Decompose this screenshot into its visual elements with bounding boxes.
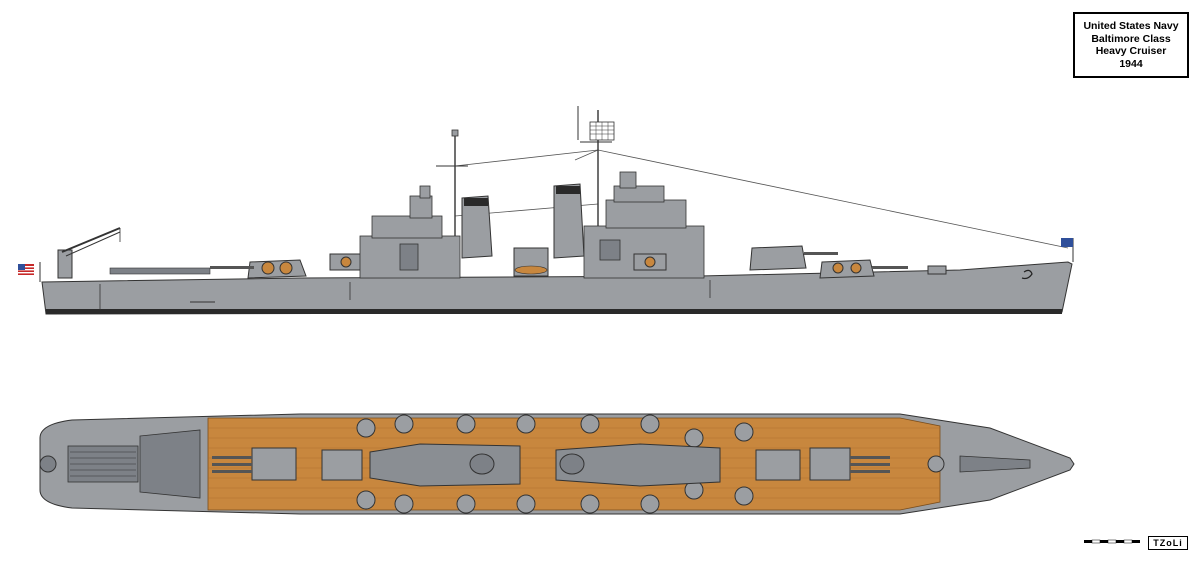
aft-funnel-plan (469, 453, 495, 475)
turret-forward-plan (755, 447, 890, 481)
union-jack-icon (1061, 238, 1074, 262)
bow-mount (927, 265, 947, 275)
title-line-class: Baltimore Class (1091, 32, 1171, 45)
catapult (109, 267, 211, 275)
ship-plan-view-drawing (39, 413, 1075, 515)
anchor-deck-plan (959, 455, 1031, 473)
title-line-year: 1944 (1119, 57, 1143, 70)
turret-aft-plan (212, 447, 297, 481)
title-block: United States Navy Baltimore Class Heavy… (1073, 12, 1189, 78)
anchor-icon (1021, 269, 1033, 280)
turret-aft (210, 259, 307, 279)
dp-mount-aft (329, 253, 363, 271)
fore-funnel (553, 183, 585, 259)
ship-profile-drawing (18, 106, 1074, 315)
title-line-type: Heavy Cruiser (1095, 45, 1167, 57)
dp-mount-fore (633, 253, 667, 271)
aft-mast (436, 129, 468, 236)
scale-bar (1084, 539, 1140, 544)
aft-deckhouse (139, 429, 201, 499)
turret-aft-superfiring-plan (321, 449, 363, 481)
artist-signature: TZoLi (1148, 536, 1188, 550)
stern-crane-base (39, 455, 57, 473)
title-line-navy: United States Navy (1083, 20, 1179, 32)
aft-superstructure (359, 185, 461, 279)
bow-mount-plan (927, 455, 945, 473)
turret-forward-2 (749, 245, 838, 271)
fore-funnel-plan (559, 453, 585, 475)
dp-mounts-plan (356, 414, 754, 514)
boot-topping (46, 309, 1062, 314)
aft-funnel (461, 195, 493, 259)
aft-superstructure-plan (369, 443, 521, 487)
us-flag-icon (18, 262, 41, 282)
rigging-lines (454, 149, 1069, 249)
bridge-plan (555, 443, 721, 487)
aircraft-crane (57, 227, 121, 279)
turret-forward-1 (819, 259, 908, 279)
bridge-superstructure (583, 171, 705, 279)
